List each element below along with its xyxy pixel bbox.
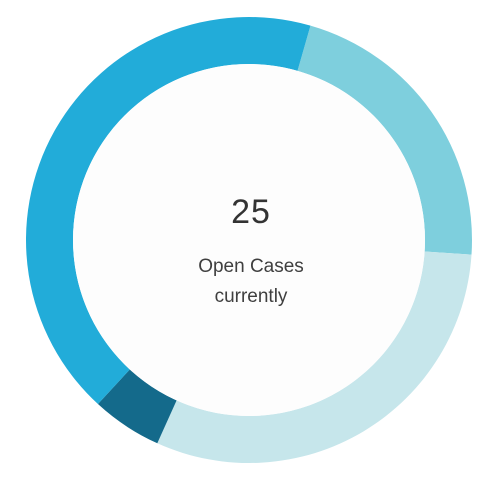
open-cases-count: 25 [231, 193, 271, 231]
donut-slice-3[interactable] [97, 369, 177, 444]
open-cases-label: Open Cases currently [0, 252, 502, 312]
donut-slice-2[interactable] [157, 251, 472, 463]
donut-center [73, 64, 425, 416]
open-cases-label-text: Open Cases currently [198, 256, 304, 307]
donut-slice-1[interactable] [297, 25, 472, 255]
donut-slice-4[interactable] [25, 16, 311, 405]
